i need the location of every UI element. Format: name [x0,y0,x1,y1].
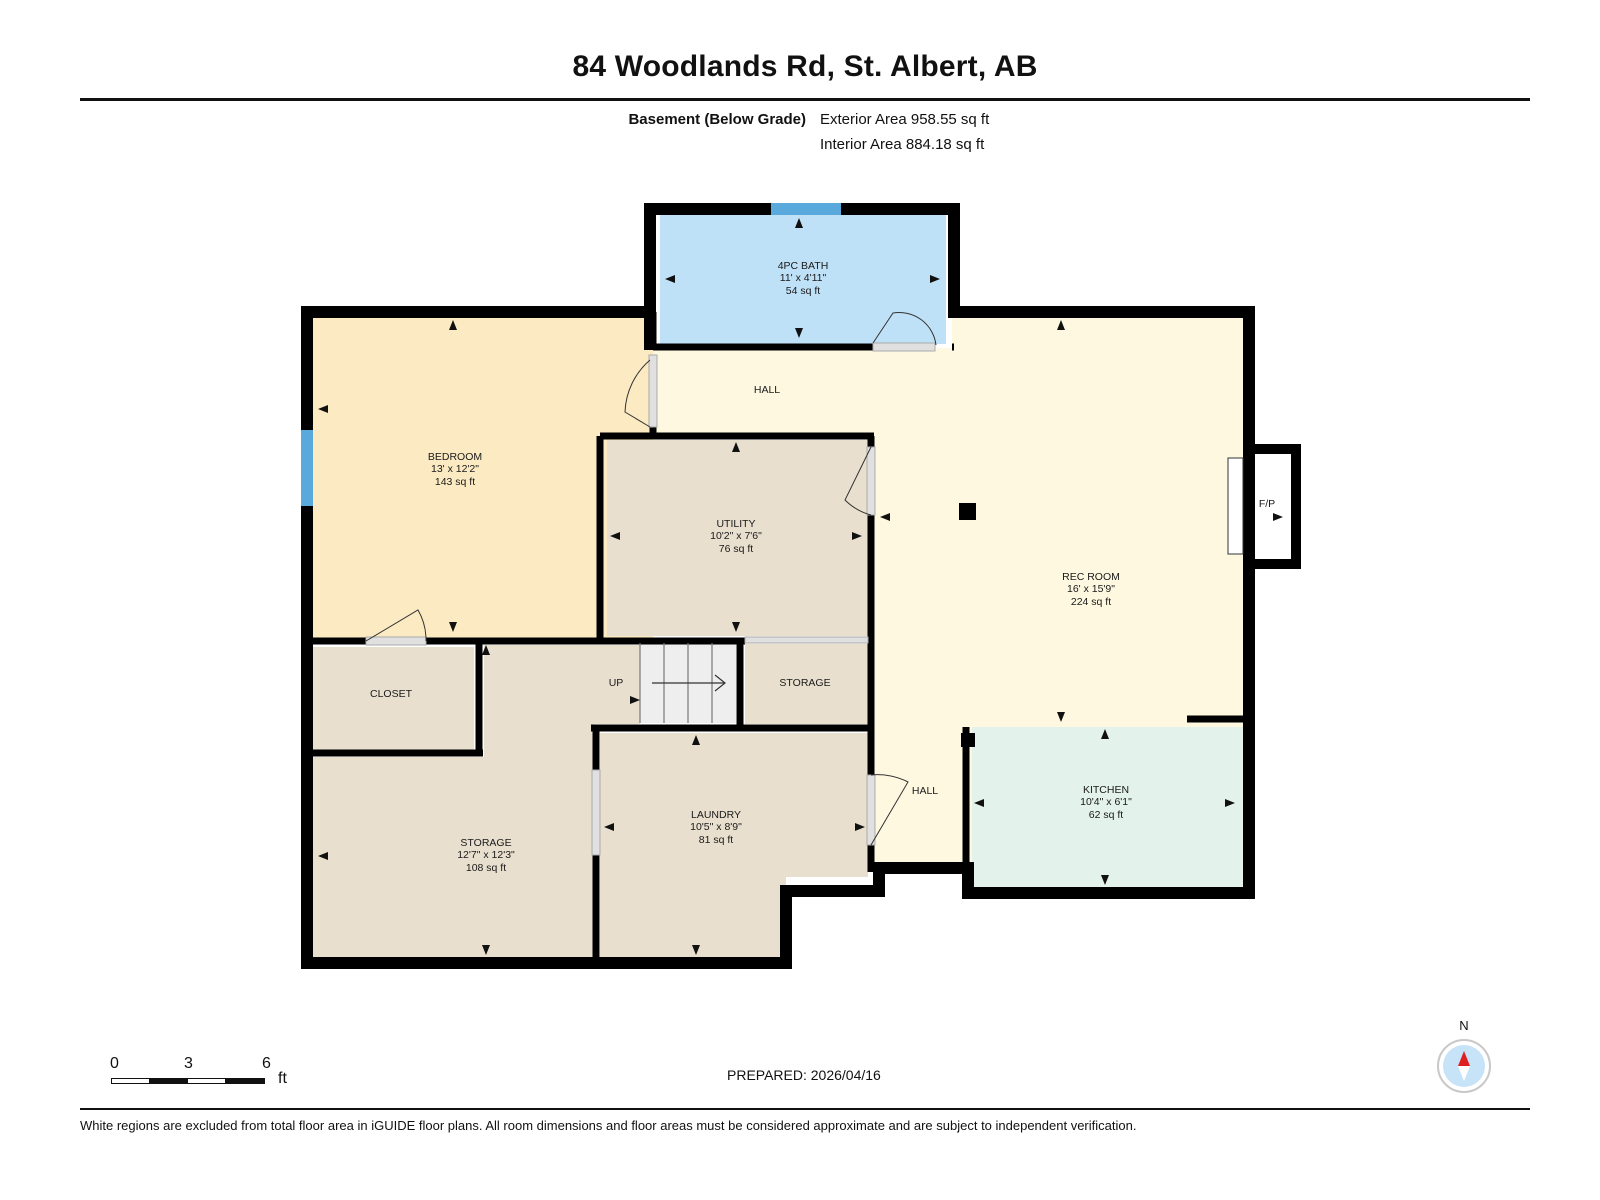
utility-name: UTILITY [716,518,755,530]
column-post [959,503,976,520]
north-arrow-icon [1437,1039,1491,1093]
fireplace-label: F/P [1259,498,1275,510]
scale-label: 3 [184,1055,193,1072]
storage-small-label: STORAGE [779,677,830,689]
scale-segment [225,1078,265,1084]
bath-name: 4PC BATH [778,260,829,272]
exterior-area: Exterior Area 958.55 sq ft [820,111,990,128]
hall-lower-label: HALL [912,785,938,797]
bath-dims: 11' x 4'11" [780,272,827,284]
compass-north-label: N [1459,1018,1469,1033]
storage-dims: 12'7" x 12'3" [457,849,515,861]
laundry-name: LAUNDRY [691,809,741,821]
interior-walls [307,312,1249,960]
doors [365,311,937,856]
fireplace-hearth [1227,457,1244,555]
storage-name: STORAGE [460,837,511,849]
bedroom-dims: 13' x 12'2" [431,463,479,475]
footer-divider [80,1108,1530,1110]
closet-label: CLOSET [370,688,413,700]
room-rec-fill [653,318,1243,862]
bath-area: 54 sq ft [786,285,821,297]
fireplace-wall [1249,444,1301,569]
rec-room-area: 224 sq ft [1071,596,1111,608]
compass: N [1436,1018,1492,1094]
window [771,203,841,215]
laundry-area: 81 sq ft [699,834,734,846]
bedroom-area: 143 sq ft [435,476,475,488]
scale-segment [149,1078,188,1084]
laundry-dims: 10'5" x 8'9" [690,821,742,833]
interior-area: Interior Area 884.18 sq ft [820,136,985,153]
room-utility-fill [607,440,868,636]
room-storage-small-fill [745,644,868,724]
rec-room-dims: 16' x 15'9" [1067,583,1115,595]
window [301,430,313,506]
room-storage-fill [313,645,640,957]
page-title: 84 Woodlands Rd, St. Albert, AB [572,50,1038,83]
room-laundry-fill [600,733,868,957]
kitchen-dims: 10'4" x 6'1" [1080,796,1132,808]
storage-area: 108 sq ft [466,862,506,874]
scale-segment [111,1078,150,1084]
stairs [639,643,726,723]
utility-area: 76 sq ft [719,543,754,555]
kitchen-name: KITCHEN [1083,784,1129,796]
column-post [961,733,975,747]
bedroom-name: BEDROOM [428,451,482,463]
rec-room-name: REC ROOM [1062,571,1120,583]
room-kitchen-fill [972,727,1243,887]
scale-segment [187,1078,226,1084]
room-bath-fill [660,215,946,344]
dimension-markers [318,218,1283,955]
scale-label: 0 [110,1055,119,1072]
title-divider [80,98,1530,101]
stairs-up-label: UP [609,677,624,689]
disclaimer: White regions are excluded from total fl… [80,1118,1137,1133]
scale-label: 6 [262,1055,271,1072]
prepared-date: PREPARED: 2026/04/16 [727,1067,881,1083]
kitchen-area: 62 sq ft [1089,809,1124,821]
hall-upper-label: HALL [754,384,780,396]
room-bedroom-fill [313,318,653,638]
floor-label: Basement (Below Grade) [628,111,806,128]
scale-unit: ft [278,1070,287,1087]
room-closet-fill [313,647,474,750]
scale-bar: 0 3 6 ft [108,1055,288,1095]
utility-dims: 10'2" x 7'6" [710,530,762,542]
